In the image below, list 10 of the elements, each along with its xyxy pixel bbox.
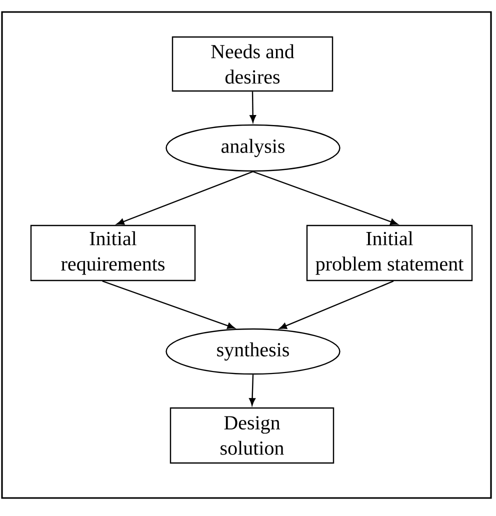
arrow: [250, 92, 256, 123]
arrow: [252, 171, 398, 225]
process-box: Needs and desires: [172, 36, 334, 92]
arrow: [279, 280, 394, 330]
arrow: [102, 280, 235, 329]
arrow: [116, 171, 254, 225]
process-box: Initial requirements: [30, 224, 196, 282]
process-box: Design solution: [170, 407, 334, 464]
process-box: Initial problem statement: [306, 224, 473, 282]
arrow: [249, 374, 256, 406]
